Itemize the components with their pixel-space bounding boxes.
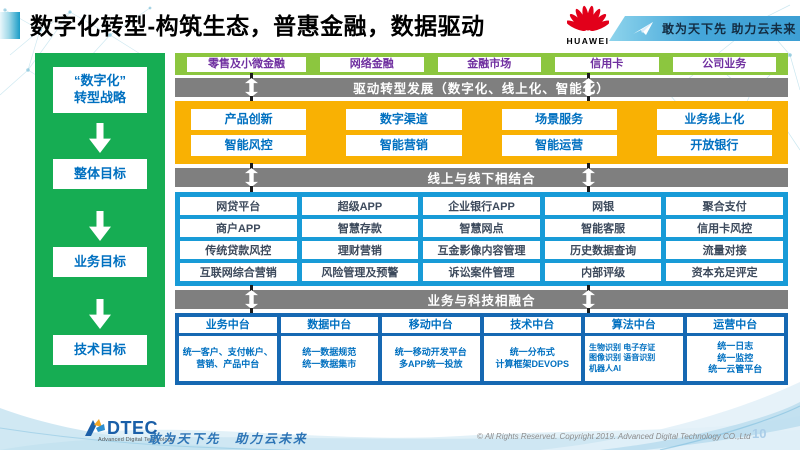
double-vertical-arrow-icon <box>245 163 258 192</box>
adtec-subtext: Advanced Digital Technology <box>98 437 174 443</box>
platform-column-algorithm: 算法中台 生物识别 电子存证 图像识别 语音识别 机器人AI <box>585 317 683 381</box>
channel-item: 传统贷款风控 <box>180 241 297 259</box>
down-arrow-icon <box>89 299 111 329</box>
platform-detail: 统一客户、支付帐户、营销、产品中台 <box>179 336 277 381</box>
capability-item: 智能运营 <box>501 135 617 156</box>
double-vertical-arrow-icon <box>582 73 595 102</box>
channel-item: 信用卡风控 <box>666 219 783 237</box>
channel-item: 流量对接 <box>666 241 783 259</box>
channel-row: 互联网综合营销 风险管理及预警 诉讼案件管理 内部评级 资本充足评定 <box>180 263 783 281</box>
channel-application-grid: 网贷平台 超级APP 企业银行APP 网银 聚合支付 商户APP 智慧存款 智慧… <box>175 192 788 286</box>
page-number: 10 <box>752 426 767 441</box>
channel-item: 理财营销 <box>301 241 419 259</box>
business-line-item: 金融市场 <box>437 56 542 72</box>
double-vertical-arrow-icon <box>582 285 595 314</box>
capability-item: 开放银行 <box>656 135 772 156</box>
platform-title: 移动中台 <box>382 317 480 333</box>
adtec-wordmark: DTEC <box>107 418 158 438</box>
channel-item: 智能客服 <box>544 219 662 237</box>
platform-detail: 统一分布式 计算框架DEVOPS <box>483 336 581 381</box>
adtec-logo: DTEC Advanced Digital Technology <box>84 419 214 444</box>
channel-item: 网贷平台 <box>180 197 297 215</box>
platform-detail: 生物识别 电子存证 图像识别 语音识别 机器人AI <box>585 336 683 381</box>
platform-detail: 统一日志 统一监控 统一云管平台 <box>686 336 784 381</box>
divider-bar-online-offline: 线上与线下相结合 <box>175 163 788 192</box>
channel-row: 商户APP 智慧存款 智慧网点 智能客服 信用卡风控 <box>180 219 783 237</box>
channel-item: 企业银行APP <box>423 197 540 215</box>
platform-column-operation: 运营中台 统一日志 统一监控 统一云管平台 <box>686 317 784 381</box>
channel-item: 智慧存款 <box>301 219 419 237</box>
platform-column-tech: 技术中台 统一分布式 计算框架DEVOPS <box>483 317 581 381</box>
platform-column-mobile: 移动中台 统一移动开发平台 多APP统一投放 <box>382 317 480 381</box>
channel-item: 历史数据查询 <box>544 241 662 259</box>
divider-bar-label: 业务与科技相融合 <box>427 294 536 308</box>
capability-item: 智能营销 <box>346 135 462 156</box>
capability-item: 产品创新 <box>191 109 307 130</box>
business-line-item: 公司业务 <box>672 56 777 72</box>
capability-item: 数字渠道 <box>346 109 462 130</box>
double-vertical-arrow-icon <box>245 73 258 102</box>
channel-item: 网银 <box>544 197 662 215</box>
down-arrow-icon <box>89 123 111 153</box>
page-title: 数字化转型-构筑生态，普惠金融，数据驱动 <box>30 13 485 39</box>
platform-detail: 统一数据规范 统一数据集市 <box>280 336 378 381</box>
platform-title: 算法中台 <box>585 317 683 333</box>
business-line-band: 零售及小微金融 网络金融 金融市场 信用卡 公司业务 <box>175 53 788 75</box>
divider-bar-drive-transformation: 驱动转型发展（数字化、线上化、智能化） <box>175 73 788 102</box>
strategy-panel: “数字化” 转型战略 整体目标 业务目标 技术目标 <box>35 53 165 387</box>
huawei-wordmark: HUAWEI <box>566 36 610 46</box>
strategy-box-overall-goal: 整体目标 <box>53 159 147 189</box>
channel-item: 聚合支付 <box>666 197 783 215</box>
platform-title: 业务中台 <box>179 317 277 333</box>
platform-title: 技术中台 <box>483 317 581 333</box>
business-line-item: 信用卡 <box>555 56 659 72</box>
channel-item: 商户APP <box>180 219 297 237</box>
channel-item: 内部评级 <box>544 263 662 281</box>
channel-item: 诉讼案件管理 <box>423 263 540 281</box>
channel-item: 风险管理及预警 <box>301 263 419 281</box>
channel-row: 网贷平台 超级APP 企业银行APP 网银 聚合支付 <box>180 197 783 215</box>
business-line-item: 零售及小微金融 <box>187 56 307 72</box>
down-arrow-icon <box>89 211 111 241</box>
platform-column-business: 业务中台 统一客户、支付帐户、营销、产品中台 <box>179 317 277 381</box>
capability-item: 智能风控 <box>191 135 307 156</box>
divider-bar-label: 驱动转型发展（数字化、线上化、智能化） <box>353 82 610 96</box>
footer-slogan: 敢为天下先 助力云未来 <box>148 432 308 446</box>
capability-row: 智能风控 智能营销 智能运营 开放银行 <box>191 135 772 156</box>
channel-item: 超级APP <box>301 197 419 215</box>
divider-bar-business-tech: 业务与科技相融合 <box>175 285 788 314</box>
channel-item: 智慧网点 <box>423 219 540 237</box>
capability-section: 产品创新 数字渠道 场景服务 业务线上化 智能风控 智能营销 智能运营 开放银行 <box>175 101 788 164</box>
channel-item: 互联网综合营销 <box>180 263 297 281</box>
huawei-logo: HUAWEI <box>564 3 612 46</box>
double-vertical-arrow-icon <box>582 163 595 192</box>
channel-row: 传统贷款风控 理财营销 互金影像内容管理 历史数据查询 流量对接 <box>180 241 783 259</box>
channel-item: 互金影像内容管理 <box>423 241 540 259</box>
business-line-item: 网络金融 <box>320 56 424 72</box>
capability-item: 业务线上化 <box>656 109 772 130</box>
double-vertical-arrow-icon <box>245 285 258 314</box>
channel-item: 资本充足评定 <box>666 263 783 281</box>
adtec-logo-icon <box>85 419 105 436</box>
huawei-flower-icon <box>566 5 610 31</box>
header-slogan-text: 敢为天下先 助力云未来 <box>662 22 797 36</box>
strategy-box-tech-goal: 技术目标 <box>53 335 147 365</box>
strategy-box-digital: “数字化” 转型战略 <box>53 67 147 113</box>
copyright-text: © All Rights Reserved. Copyright 2019. A… <box>477 432 751 441</box>
middle-platform-section: 业务中台 统一客户、支付帐户、营销、产品中台 数据中台 统一数据规范 统一数据集… <box>175 313 788 385</box>
header-slogan-banner: 敢为天下先 助力云未来 <box>609 16 800 41</box>
platform-title: 运营中台 <box>686 317 784 333</box>
platform-title: 数据中台 <box>280 317 378 333</box>
strategy-box-business-goal: 业务目标 <box>53 247 147 277</box>
paper-plane-icon <box>633 21 653 35</box>
wave-decoration-bottom <box>0 382 800 450</box>
platform-detail: 统一移动开发平台 多APP统一投放 <box>382 336 480 381</box>
platform-column-data: 数据中台 统一数据规范 统一数据集市 <box>280 317 378 381</box>
divider-bar-label: 线上与线下相结合 <box>427 172 536 186</box>
title-accent-bar <box>0 12 20 39</box>
capability-item: 场景服务 <box>501 109 617 130</box>
capability-row: 产品创新 数字渠道 场景服务 业务线上化 <box>191 109 772 130</box>
